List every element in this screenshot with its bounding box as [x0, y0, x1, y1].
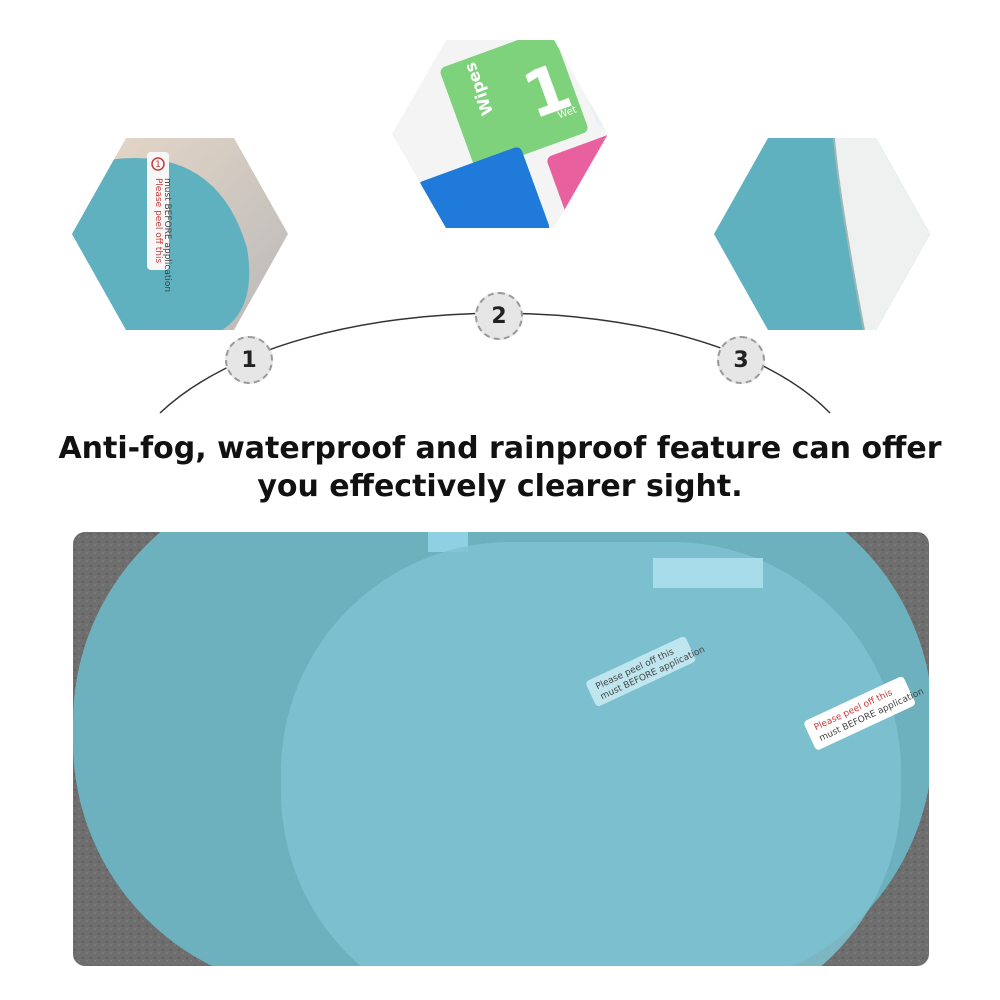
svg-text:1: 1 [155, 160, 161, 170]
headline-line-1: Anti-fog, waterproof and rainproof featu… [58, 431, 942, 466]
step-badge-1: 1 [225, 336, 273, 384]
step-1-hexagon-image: 1 Please peel off this must BEFORE appli… [72, 138, 288, 330]
small-film [281, 542, 901, 966]
step-2-hexagon-image: Wipes 1 Wet [392, 40, 608, 228]
peel-sticker: 1 Please peel off this must BEFORE appli… [147, 152, 172, 292]
svg-text:must BEFORE application: must BEFORE application [162, 178, 172, 292]
product-photo: Please peel off this must BEFORE applica… [73, 532, 929, 966]
step-badge-3: 3 [717, 336, 765, 384]
step-badge-2: 2 [475, 292, 523, 340]
headline-line-2: you effectively clearer sight. [257, 469, 743, 504]
svg-text:Please peel off this: Please peel off this [153, 178, 163, 264]
step-3-hexagon-image [714, 138, 930, 330]
headline: Anti-fog, waterproof and rainproof featu… [20, 430, 980, 506]
